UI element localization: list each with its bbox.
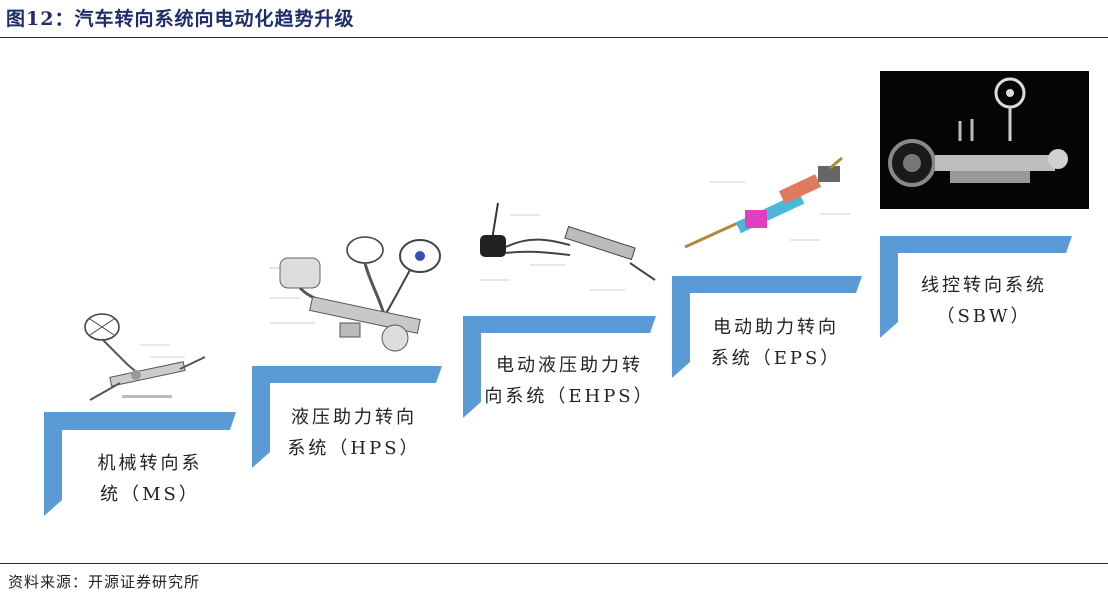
hydraulic-steering-diagram xyxy=(270,236,441,352)
watermark-logo-icon: G xyxy=(1041,585,1056,600)
step-label-hps: 液压助力转向系统（HPS） xyxy=(287,407,421,459)
step-2-bracket xyxy=(252,366,442,468)
steer-by-wire-photo xyxy=(880,71,1089,209)
source-note: 资料来源：开源证券研究所 xyxy=(8,573,201,591)
step-3-bracket xyxy=(463,316,656,418)
top-rule xyxy=(0,37,1108,38)
electro-hydraulic-steering-diagram xyxy=(480,202,656,291)
step-4-bracket xyxy=(672,276,862,378)
figure-title: 图12：汽车转向系统向电动化趋势升级 xyxy=(6,8,355,30)
step-1-bracket xyxy=(44,412,236,516)
bottom-rule xyxy=(0,563,1108,564)
step-label-ehps: 电动液压助力转向系统（EHPS） xyxy=(484,355,655,407)
staircase xyxy=(44,236,1072,516)
step-label-eps: 电动助力转向系统（EPS） xyxy=(710,317,842,369)
electric-power-steering-diagram xyxy=(684,156,850,249)
step-5-bracket xyxy=(880,236,1072,338)
step-label-sbw: 线控转向系统（SBW） xyxy=(921,275,1047,327)
step-label-ms: 机械转向系统（MS） xyxy=(97,453,203,505)
mechanical-steering-diagram xyxy=(84,313,206,401)
